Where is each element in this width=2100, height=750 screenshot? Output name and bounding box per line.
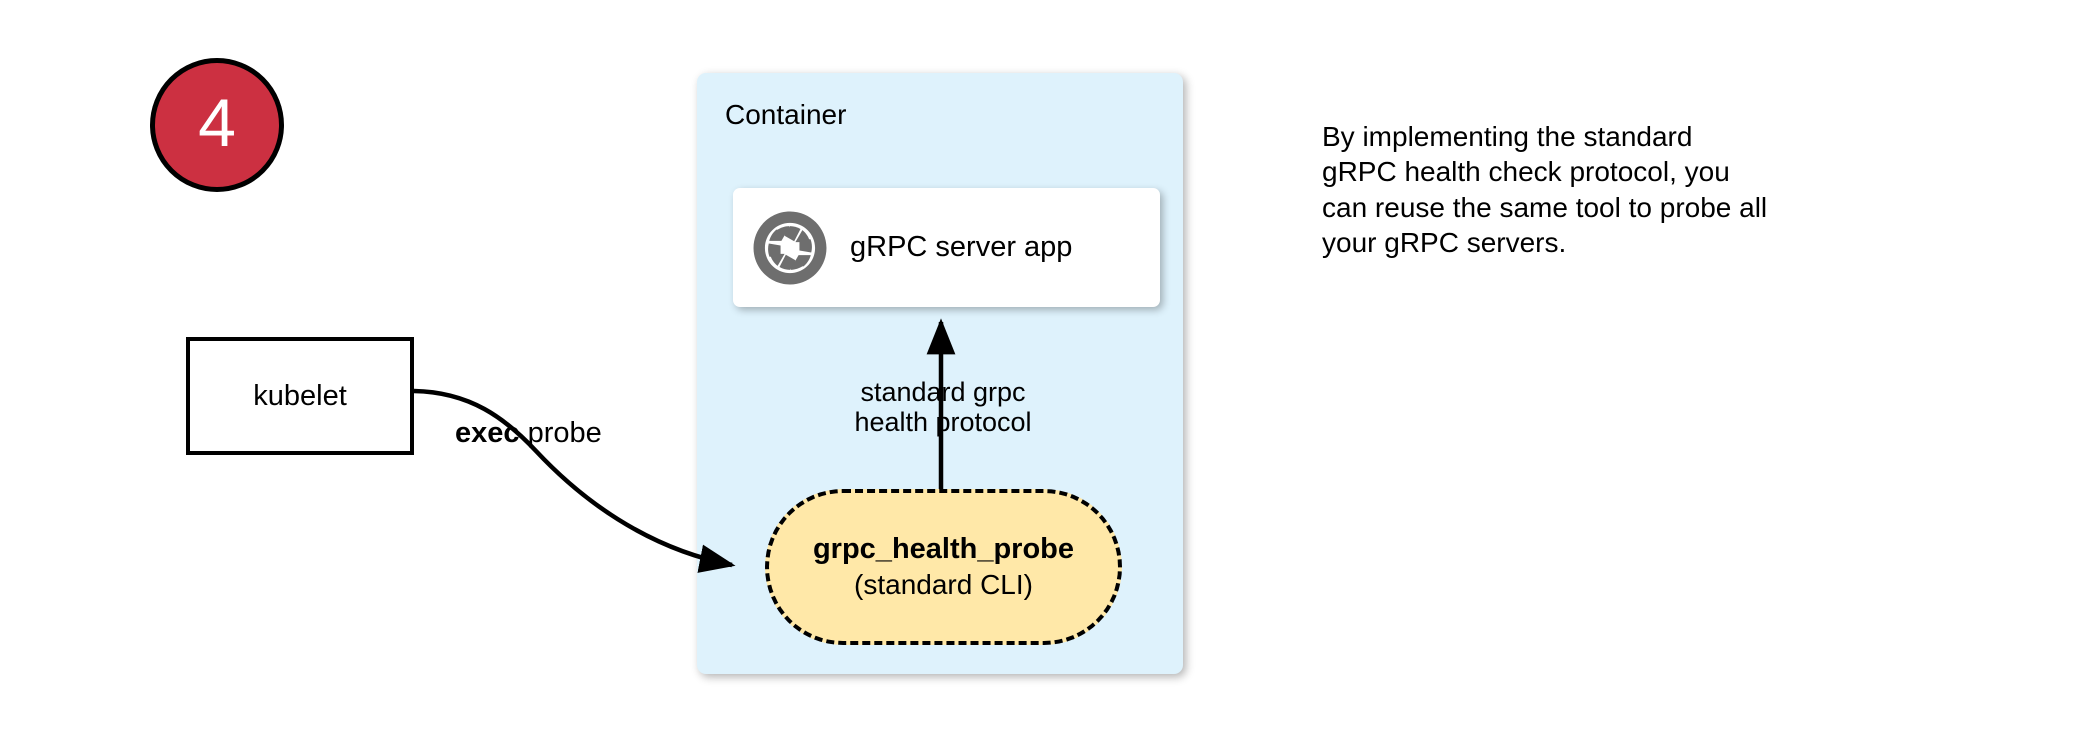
- edge-label-health-protocol-line1: standard grpc: [860, 377, 1026, 407]
- edge-label-exec-rest: probe: [519, 417, 602, 449]
- step-number-label: 4: [198, 85, 236, 161]
- edge-label-health-protocol: standard grpc health protocol: [833, 377, 1053, 437]
- container-panel-label: Container: [725, 99, 847, 130]
- grpc-server-app-card: gRPC server app: [733, 188, 1160, 307]
- edge-label-exec-probe: exec probe: [455, 417, 602, 450]
- grpc-health-probe-node: grpc_health_probe (standard CLI): [765, 489, 1122, 645]
- annotation-line-2: gRPC health check protocol, you: [1322, 156, 1730, 188]
- kubelet-node: kubelet: [186, 337, 414, 455]
- grpc-aperture-icon: [753, 211, 827, 284]
- annotation-line-1: By implementing the standard: [1322, 121, 1693, 152]
- step-number-badge: 4: [150, 58, 284, 192]
- edge-label-health-protocol-line2: health protocol: [854, 407, 1032, 438]
- grpc-health-probe-subtitle: (standard CLI): [854, 568, 1033, 600]
- annotation-text: By implementing the standard gRPC health…: [1322, 119, 1922, 260]
- grpc-health-probe-title: grpc_health_probe: [812, 532, 1075, 565]
- grpc-server-app-label: gRPC server app: [850, 231, 1073, 263]
- annotation-line-3: can reuse the same tool to probe all: [1322, 191, 1768, 223]
- kubelet-label: kubelet: [253, 379, 347, 412]
- edge-label-exec-bold: exec: [455, 417, 520, 449]
- annotation-line-4: your gRPC servers.: [1322, 226, 1567, 258]
